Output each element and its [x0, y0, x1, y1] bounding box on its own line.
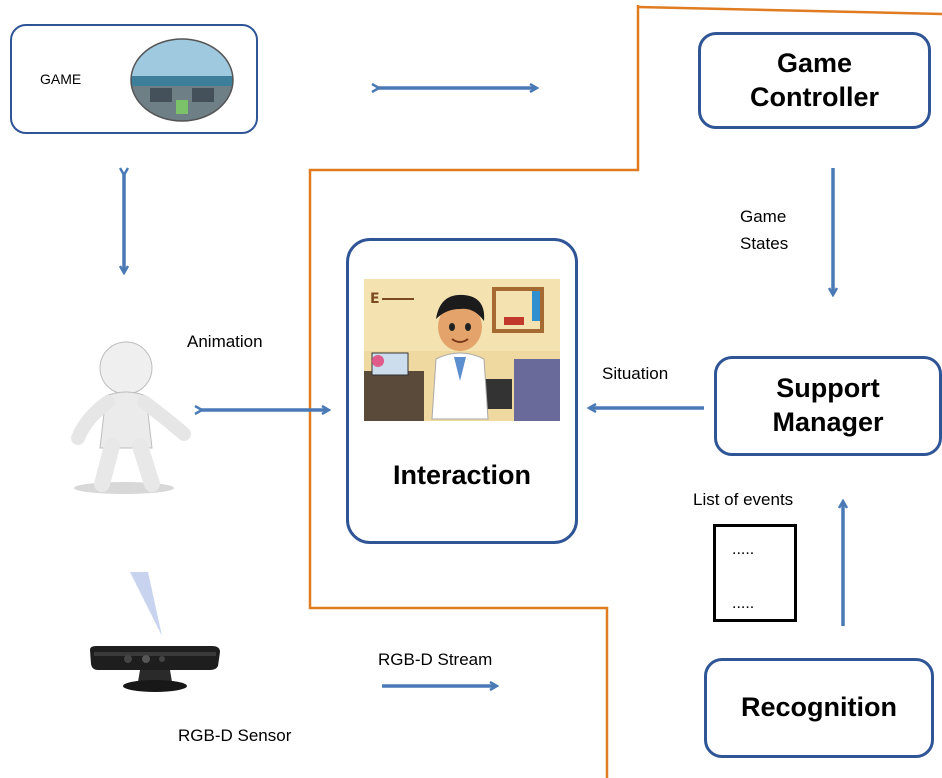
system-boundary-top — [637, 5, 942, 16]
game-controller-line2: Controller — [749, 81, 879, 112]
rgbd-sensor-icon — [90, 646, 220, 692]
game-states-label: Game States — [740, 207, 789, 253]
situation-label: Situation — [602, 364, 669, 383]
interaction-label: Interaction — [392, 460, 532, 490]
doctor-avatar-icon: E — [364, 279, 560, 421]
rgbd-sensor-label: RGB-D Sensor — [178, 726, 292, 745]
support-manager-box: Support Manager — [714, 356, 942, 456]
interaction-box: E Interaction — [346, 238, 578, 544]
system-boundary-line — [308, 5, 640, 778]
recognition-label: Recognition — [741, 692, 897, 723]
recognition-box: Recognition — [704, 658, 934, 758]
event-item: ..... — [732, 541, 755, 558]
rgbd-stream-label: RGB-D Stream — [378, 650, 493, 669]
animation-label: Animation — [187, 332, 263, 351]
user-figure-icon — [71, 341, 191, 494]
event-item: ..... — [732, 595, 755, 612]
support-manager-line2: Manager — [772, 407, 884, 437]
game-label: GAME — [40, 71, 82, 87]
game-screenshot-icon — [130, 38, 234, 122]
game-panel: GAME — [10, 24, 258, 134]
document-icon: ..... ..... — [713, 524, 797, 622]
sensor-view-cone — [130, 572, 162, 636]
game-controller-box: Game Controller — [698, 32, 931, 129]
svg-text:E: E — [370, 291, 380, 307]
support-manager-line1: Support — [776, 373, 880, 404]
list-of-events-label: List of events — [693, 490, 794, 509]
game-controller-line1: Game — [776, 47, 853, 78]
